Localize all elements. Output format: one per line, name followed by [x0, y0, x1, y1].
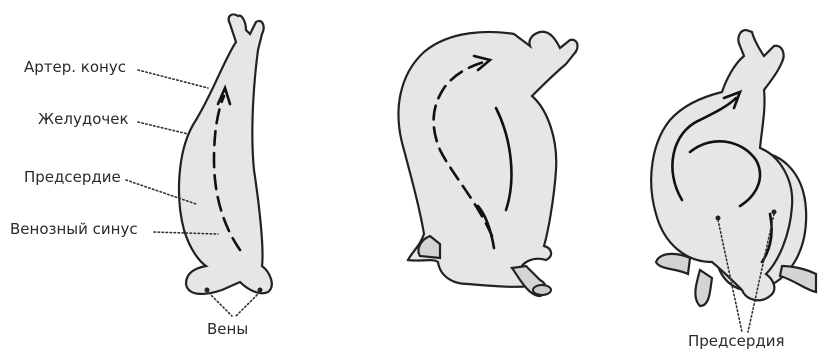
- heart-3-vein-left: [656, 254, 690, 274]
- label-atrium: Предсердие: [24, 170, 121, 185]
- leader-conus: [138, 70, 208, 88]
- stage-3-folded-heart: [651, 30, 816, 332]
- label-ventricle: Желудочек: [38, 112, 129, 127]
- tube-1-body: [179, 14, 272, 294]
- leader-veins-left: [206, 290, 232, 316]
- heart-3-vein-bottom: [695, 270, 712, 306]
- label-atria: Предсердия: [688, 334, 785, 349]
- stage-2-looped-tube: [398, 32, 577, 296]
- label-arterial-conus: Артер. конус: [24, 60, 126, 75]
- stage-1-straight-tube: [126, 14, 272, 316]
- heart-3-vein-right: [780, 266, 816, 292]
- leader-ventricle: [138, 122, 188, 134]
- tube-2-vessel-opening: [533, 285, 551, 295]
- label-venous-sinus: Венозный синус: [10, 222, 138, 237]
- label-veins: Вены: [207, 322, 248, 337]
- leader-veins-right: [236, 292, 260, 316]
